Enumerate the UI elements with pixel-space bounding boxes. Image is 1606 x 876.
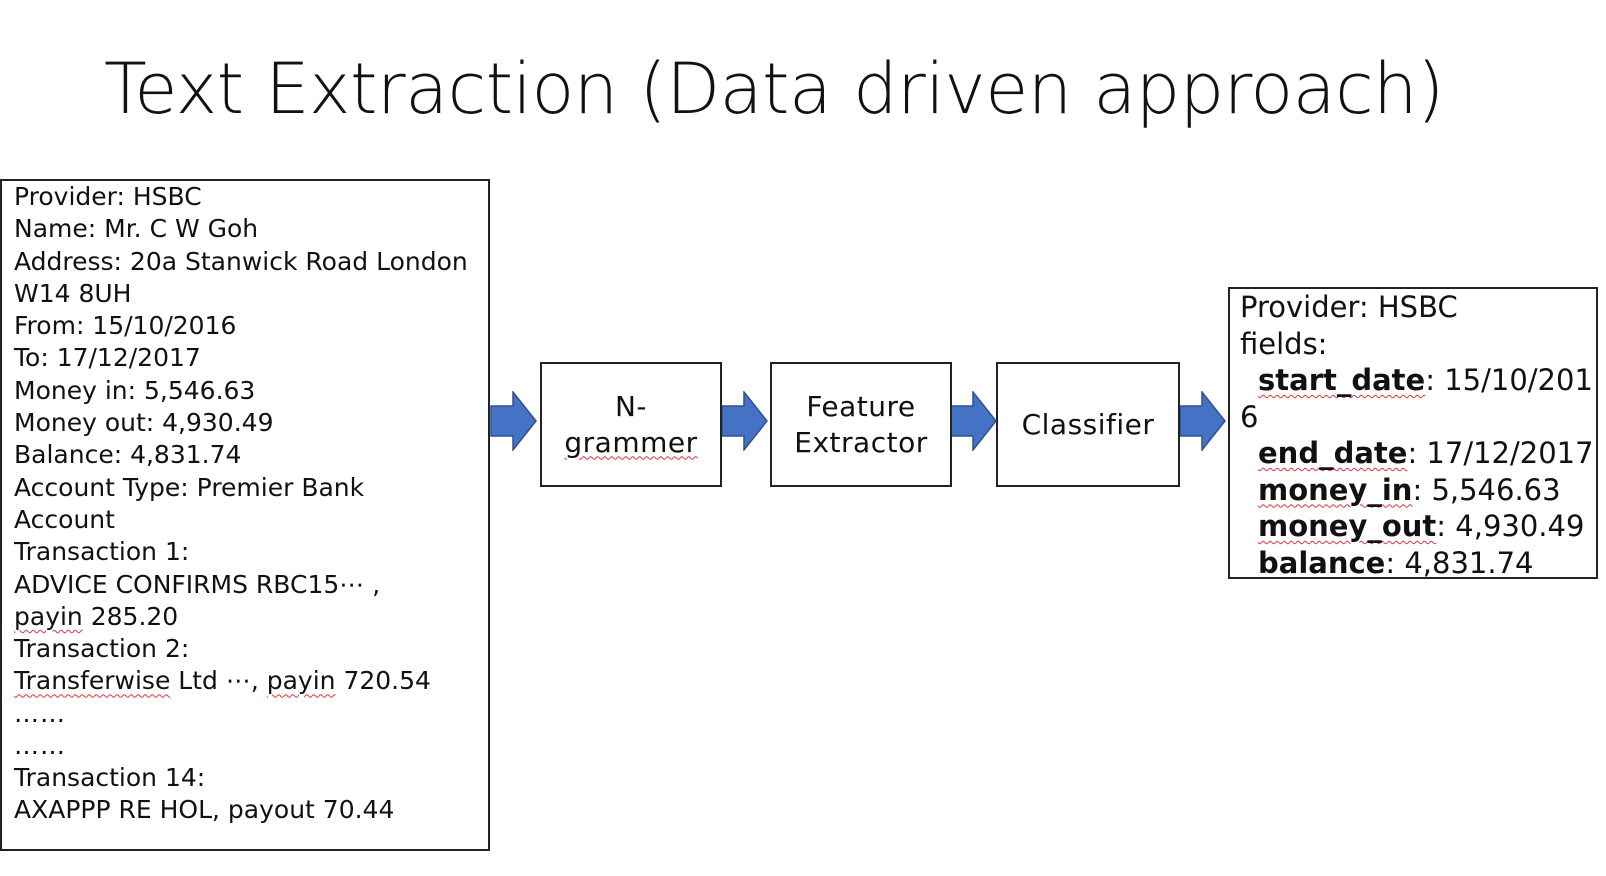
ngrammer-label-line2: grammer xyxy=(564,425,698,459)
output-provider: Provider: HSBC xyxy=(1240,290,1458,324)
right-arrow-icon xyxy=(950,391,997,451)
field-key: money_in xyxy=(1258,472,1413,507)
input-text-fragment: Ltd ⋯, xyxy=(170,666,267,696)
input-line-ellipsis-2: …… xyxy=(14,730,66,760)
feature-extractor-box: Feature Extractor xyxy=(770,362,952,487)
input-line-account-cont: Account xyxy=(14,504,115,534)
input-line-money-in: Money in: 5,546.63 xyxy=(14,375,256,405)
input-line-from: From: 15/10/2016 xyxy=(14,311,237,341)
field-value: : 4,831.74 xyxy=(1385,545,1534,580)
output-field-balance: balance: 4,831.74 xyxy=(1240,545,1596,582)
field-value: : 15/10/201 xyxy=(1425,363,1593,397)
field-key: money_out xyxy=(1258,509,1437,543)
input-line-transaction-14: Transaction 14: xyxy=(14,762,206,792)
input-line-provider: Provider: HSBC xyxy=(14,182,202,211)
spellcheck-word: payin xyxy=(14,601,83,631)
output-fields-label: fields: xyxy=(1240,326,1328,361)
input-text-fragment: 285.20 xyxy=(82,601,179,631)
input-line-transaction-2: Transaction 2: xyxy=(14,634,190,664)
right-arrow-icon xyxy=(1179,391,1226,451)
input-line-transaction-1: Transaction 1: xyxy=(14,537,190,567)
spellcheck-word: Transferwise xyxy=(14,666,171,696)
classifier-box: Classifier xyxy=(996,362,1180,487)
ngrammer-label-line1: N- xyxy=(614,389,648,423)
input-line-transaction-1-amount: payin 285.20 xyxy=(14,601,488,633)
output-field-money-in: money_in: 5,546.63 xyxy=(1240,472,1596,509)
output-field-money-out: money_out: 4,930.49 xyxy=(1240,508,1596,545)
input-line-transaction-2-desc: Transferwise Ltd ⋯, payin 720.54 xyxy=(14,665,488,697)
output-field-start-date-wrap: 6 xyxy=(1240,399,1259,434)
feature-extractor-label-line1: Feature xyxy=(806,389,916,423)
output-field-end-date: end_date: 17/12/2017 xyxy=(1240,435,1596,472)
feature-extractor-label: Feature Extractor xyxy=(794,389,927,461)
classifier-label: Classifier xyxy=(1021,407,1155,441)
field-key: balance xyxy=(1258,545,1386,580)
input-line-money-out: Money out: 4,930.49 xyxy=(14,408,274,438)
field-key: start_date xyxy=(1258,363,1426,397)
input-line-address-cont: W14 8UH xyxy=(14,278,132,308)
ngrammer-box: N- grammer xyxy=(540,362,722,487)
input-line-transaction-14-desc: AXAPPP RE HOL, payout 70.44 xyxy=(14,795,395,825)
input-text-fragment: 720.54 xyxy=(335,666,431,696)
output-fields-box: Provider: HSBC fields: start_date: 15/10… xyxy=(1228,287,1598,582)
input-line-address: Address: 20a Stanwick Road London xyxy=(14,246,468,276)
right-arrow-icon xyxy=(721,391,768,451)
field-value: : 17/12/2017 xyxy=(1407,436,1594,470)
field-key: end_date xyxy=(1258,436,1408,470)
slide-title: Text Extraction (Data driven approach) xyxy=(104,48,1444,130)
right-arrow-icon xyxy=(490,391,537,451)
field-value: : 5,546.63 xyxy=(1412,472,1561,507)
input-line-transaction-1-desc: ADVICE CONFIRMS RBC15⋯ , xyxy=(14,569,381,599)
input-document-box: Provider: HSBC Name: Mr. C W Goh Address… xyxy=(0,179,490,851)
input-line-balance: Balance: 4,831.74 xyxy=(14,440,242,470)
input-line-account-type: Account Type: Premier Bank xyxy=(14,472,365,502)
spellcheck-word: payin xyxy=(266,666,336,696)
input-line-to: To: 17/12/2017 xyxy=(14,343,201,373)
output-field-start-date: start_date: 15/10/201 xyxy=(1240,362,1596,399)
feature-extractor-label-line2: Extractor xyxy=(794,425,928,459)
field-value: : 4,930.49 xyxy=(1436,509,1585,543)
input-line-name: Name: Mr. C W Goh xyxy=(14,214,259,244)
input-line-ellipsis-1: …… xyxy=(14,698,66,728)
ngrammer-label: N- grammer xyxy=(564,389,697,461)
